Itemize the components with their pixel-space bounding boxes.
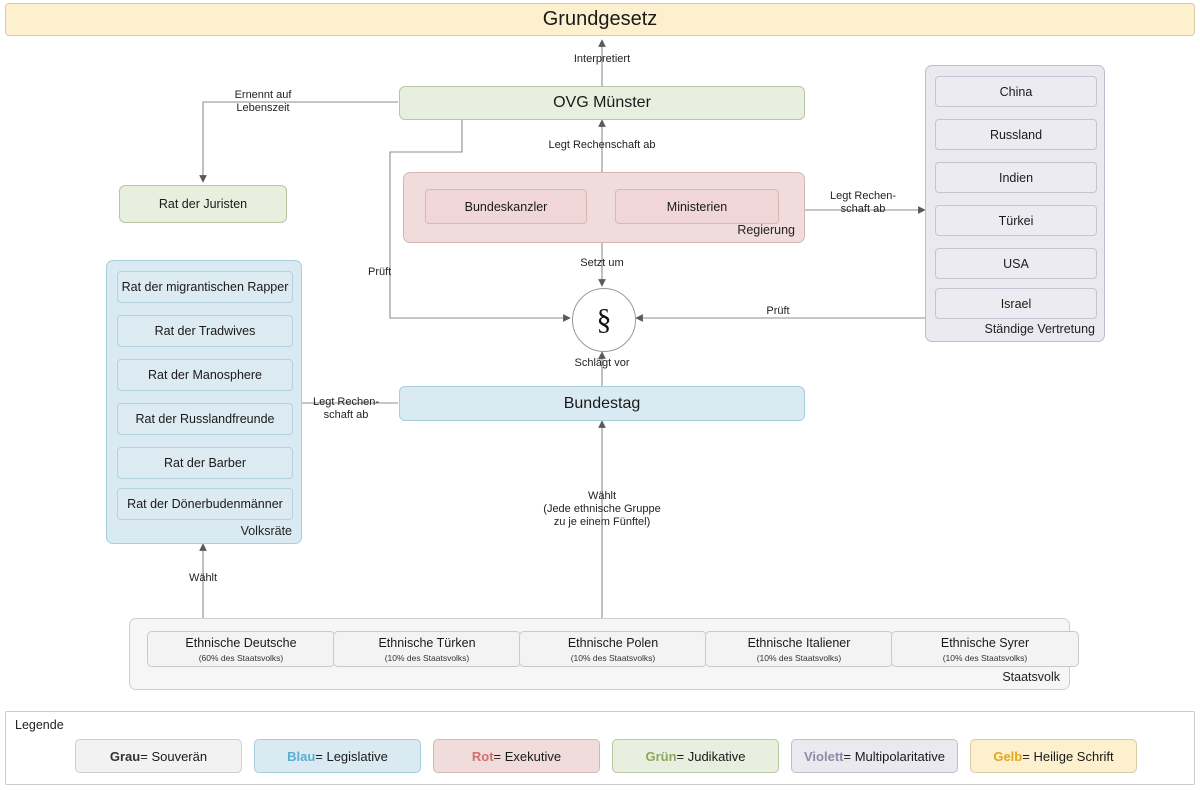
node-paragraph-circle[interactable]: § — [572, 288, 636, 352]
list-item[interactable]: Rat der Tradwives — [117, 315, 293, 347]
legend-item-color-word: Grau — [109, 748, 141, 764]
volksrat-item-label: Rat der Dönerbudenmänner — [127, 497, 283, 511]
staendige-item-label: China — [999, 84, 1033, 99]
legend-item-gelb[interactable]: Gelb = Heilige Schrift — [970, 739, 1137, 773]
staendige-item-label: Russland — [989, 127, 1043, 142]
list-item[interactable]: Ethnische Italiener (10% des Staatsvolks… — [705, 631, 893, 667]
staendige-item-label: USA — [1003, 256, 1029, 271]
group-regierung[interactable]: Bundeskanzler Ministerien Regierung — [403, 172, 805, 243]
staatsvolk-item-share: (10% des Staatsvolks) — [756, 652, 842, 663]
staendige-item-label: Indien — [998, 170, 1034, 185]
edge-label-schlaegt-vor: Schlägt vor — [574, 357, 630, 369]
legend-item-color-word: Grün — [645, 748, 677, 764]
list-item[interactable]: China — [935, 76, 1097, 107]
legend-item-rest: = Judikative — [676, 748, 746, 764]
group-volksraete-caption: Volksräte — [240, 524, 292, 538]
list-item[interactable]: Rat der Barber — [117, 447, 293, 479]
node-bundestag[interactable]: Bundestag — [399, 386, 805, 421]
list-item[interactable]: Indien — [935, 162, 1097, 193]
node-ovg-muenster[interactable]: OVG Münster — [399, 86, 805, 120]
edge-label-legt-rechenschaft-ab-ovg: Legt Rechenschaft ab — [548, 139, 656, 151]
staatsvolk-item-name: Ethnische Syrer — [940, 635, 1030, 650]
edge-label-ernennt-auf-lebenszeit: Ernennt auf Lebenszeit — [234, 89, 292, 114]
list-item[interactable]: Rat der Russlandfreunde — [117, 403, 293, 435]
legend-item-rest: = Legislative — [315, 748, 388, 764]
staendige-item-label: Türkei — [998, 213, 1034, 228]
list-item[interactable]: Rat der migrantischen Rapper — [117, 271, 293, 303]
group-staatsvolk[interactable]: Ethnische Deutsche (60% des Staatsvolks)… — [129, 618, 1079, 690]
legend-item-rest: = Exekutive — [493, 748, 562, 764]
staatsvolk-item-share: (10% des Staatsvolks) — [942, 652, 1028, 663]
edge-label-waehlt-volksraete: Wählt — [188, 572, 218, 584]
legend-item-rot[interactable]: Rot = Exekutive — [433, 739, 600, 773]
legend-item-grau[interactable]: Grau = Souverän — [75, 739, 242, 773]
list-item[interactable]: Rat der Manosphere — [117, 359, 293, 391]
legend-panel: Legende Grau = Souverän Blau = Legislati… — [5, 711, 1195, 785]
list-item[interactable]: Ethnische Syrer (10% des Staatsvolks) — [891, 631, 1079, 667]
staendige-item-label: Israel — [1000, 296, 1032, 311]
legend-item-color-word: Violett — [803, 748, 844, 764]
group-staatsvolk-caption: Staatsvolk — [1002, 670, 1060, 684]
node-bundeskanzler-label: Bundeskanzler — [464, 199, 548, 214]
legend-item-rest: = Multipolaritative — [843, 748, 946, 764]
list-item[interactable]: Russland — [935, 119, 1097, 150]
volksrat-item-label: Rat der migrantischen Rapper — [121, 280, 289, 294]
staatsvolk-item-share: (60% des Staatsvolks) — [198, 652, 284, 663]
volksrat-item-label: Rat der Barber — [164, 456, 246, 470]
legend-item-color-word: Rot — [471, 748, 494, 764]
node-ministerien[interactable]: Ministerien — [615, 189, 779, 224]
list-item[interactable]: Rat der Dönerbudenmänner — [117, 488, 293, 520]
volksrat-item-label: Rat der Tradwives — [154, 324, 256, 338]
list-item[interactable]: USA — [935, 248, 1097, 279]
edge-label-pruft-rechts: Prüft — [766, 305, 790, 317]
volksrat-item-label: Rat der Russlandfreunde — [135, 412, 275, 426]
staatsvolk-item-name: Ethnische Polen — [567, 635, 659, 650]
node-grundgesetz-label: Grundgesetz — [542, 8, 658, 30]
list-item[interactable]: Israel — [935, 288, 1097, 319]
node-grundgesetz[interactable]: Grundgesetz — [5, 3, 1195, 36]
legend-item-gruen[interactable]: Grün = Judikative — [612, 739, 779, 773]
list-item[interactable]: Ethnische Polen (10% des Staatsvolks) — [519, 631, 707, 667]
edge-label-legt-rechenschaft-ab-volksraete: Legt Rechen- schaft ab — [312, 396, 380, 421]
node-bundestag-label: Bundestag — [563, 394, 641, 412]
group-staendige-vertretung-caption: Ständige Vertretung — [984, 322, 1096, 336]
staatsvolk-item-name: Ethnische Türken — [378, 635, 476, 650]
edge-label-pruft-links: Prüft — [368, 266, 392, 278]
node-ministerien-label: Ministerien — [666, 199, 728, 214]
legend-item-color-word: Gelb — [993, 748, 1023, 764]
staatsvolk-item-share: (10% des Staatsvolks) — [384, 652, 470, 663]
volksrat-item-label: Rat der Manosphere — [148, 368, 262, 382]
list-item[interactable]: Ethnische Deutsche (60% des Staatsvolks) — [147, 631, 335, 667]
paragraph-symbol: § — [596, 303, 612, 336]
edge-label-waehlt-bundestag: Wählt (Jede ethnische Gruppe zu je einem… — [543, 490, 661, 528]
node-bundeskanzler[interactable]: Bundeskanzler — [425, 189, 587, 224]
list-item[interactable]: Ethnische Türken (10% des Staatsvolks) — [333, 631, 521, 667]
group-regierung-caption: Regierung — [737, 223, 795, 237]
edge-label-interpretiert: Interpretiert — [573, 53, 631, 65]
group-staendige-vertretung[interactable]: China Russland Indien Türkei USA Israel … — [925, 65, 1105, 342]
legend-item-blau[interactable]: Blau = Legislative — [254, 739, 421, 773]
legend-item-color-word: Blau — [287, 748, 316, 764]
node-rat-der-juristen[interactable]: Rat der Juristen — [119, 185, 287, 223]
node-rat-der-juristen-label: Rat der Juristen — [158, 197, 248, 211]
legend-item-violett[interactable]: Violett = Multipolaritative — [791, 739, 958, 773]
edge-label-legt-rechenschaft-ab-staendige: Legt Rechen- schaft ab — [829, 190, 897, 215]
list-item[interactable]: Türkei — [935, 205, 1097, 236]
edge-label-setzt-um: Setzt um — [580, 257, 624, 269]
staatsvolk-item-share: (10% des Staatsvolks) — [570, 652, 656, 663]
legend-item-rest: = Heilige Schrift — [1022, 748, 1114, 764]
group-volksraete[interactable]: Rat der migrantischen Rapper Rat der Tra… — [106, 260, 302, 544]
legend-title: Legende — [15, 718, 64, 732]
staatsvolk-item-name: Ethnische Deutsche — [185, 635, 297, 650]
staatsvolk-item-name: Ethnische Italiener — [747, 635, 851, 650]
legend-item-rest: = Souverän — [140, 748, 208, 764]
node-ovg-muenster-label: OVG Münster — [553, 94, 651, 111]
